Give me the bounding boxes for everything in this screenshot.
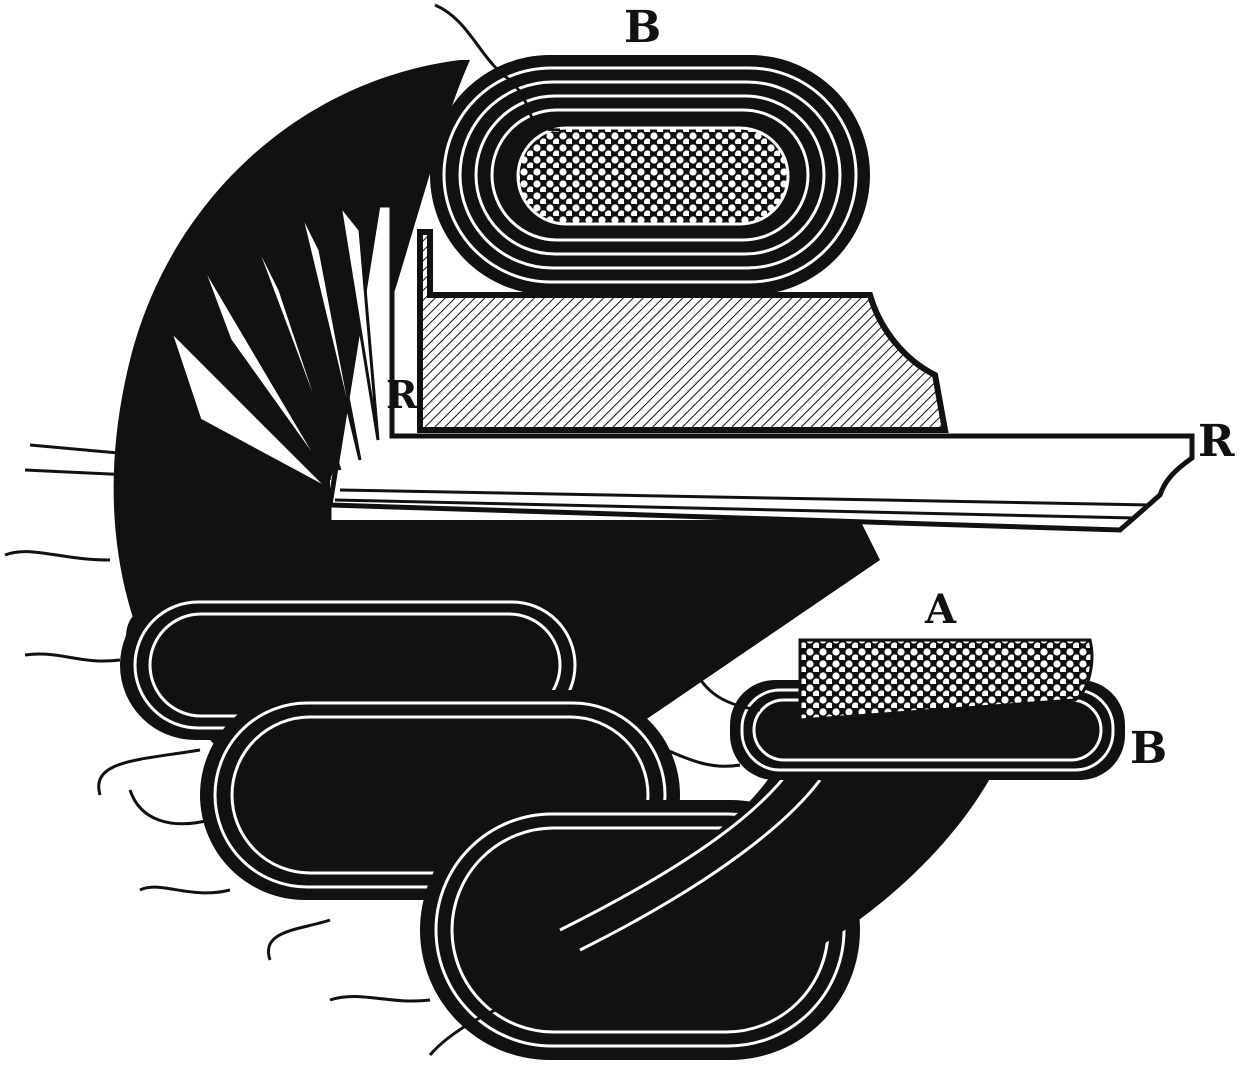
lead-wires <box>4 3 761 1056</box>
label-b-bottom: B <box>1130 723 1168 774</box>
coil-end-a <box>730 638 1125 780</box>
label-b-top: B <box>624 2 662 53</box>
label-r-left: R <box>386 372 418 417</box>
lamination-fan <box>148 199 380 592</box>
top-coil <box>430 55 870 295</box>
flange <box>327 202 1195 533</box>
label-a: A <box>925 586 957 633</box>
label-r-right: R <box>1198 416 1235 467</box>
slot-block <box>417 229 949 433</box>
